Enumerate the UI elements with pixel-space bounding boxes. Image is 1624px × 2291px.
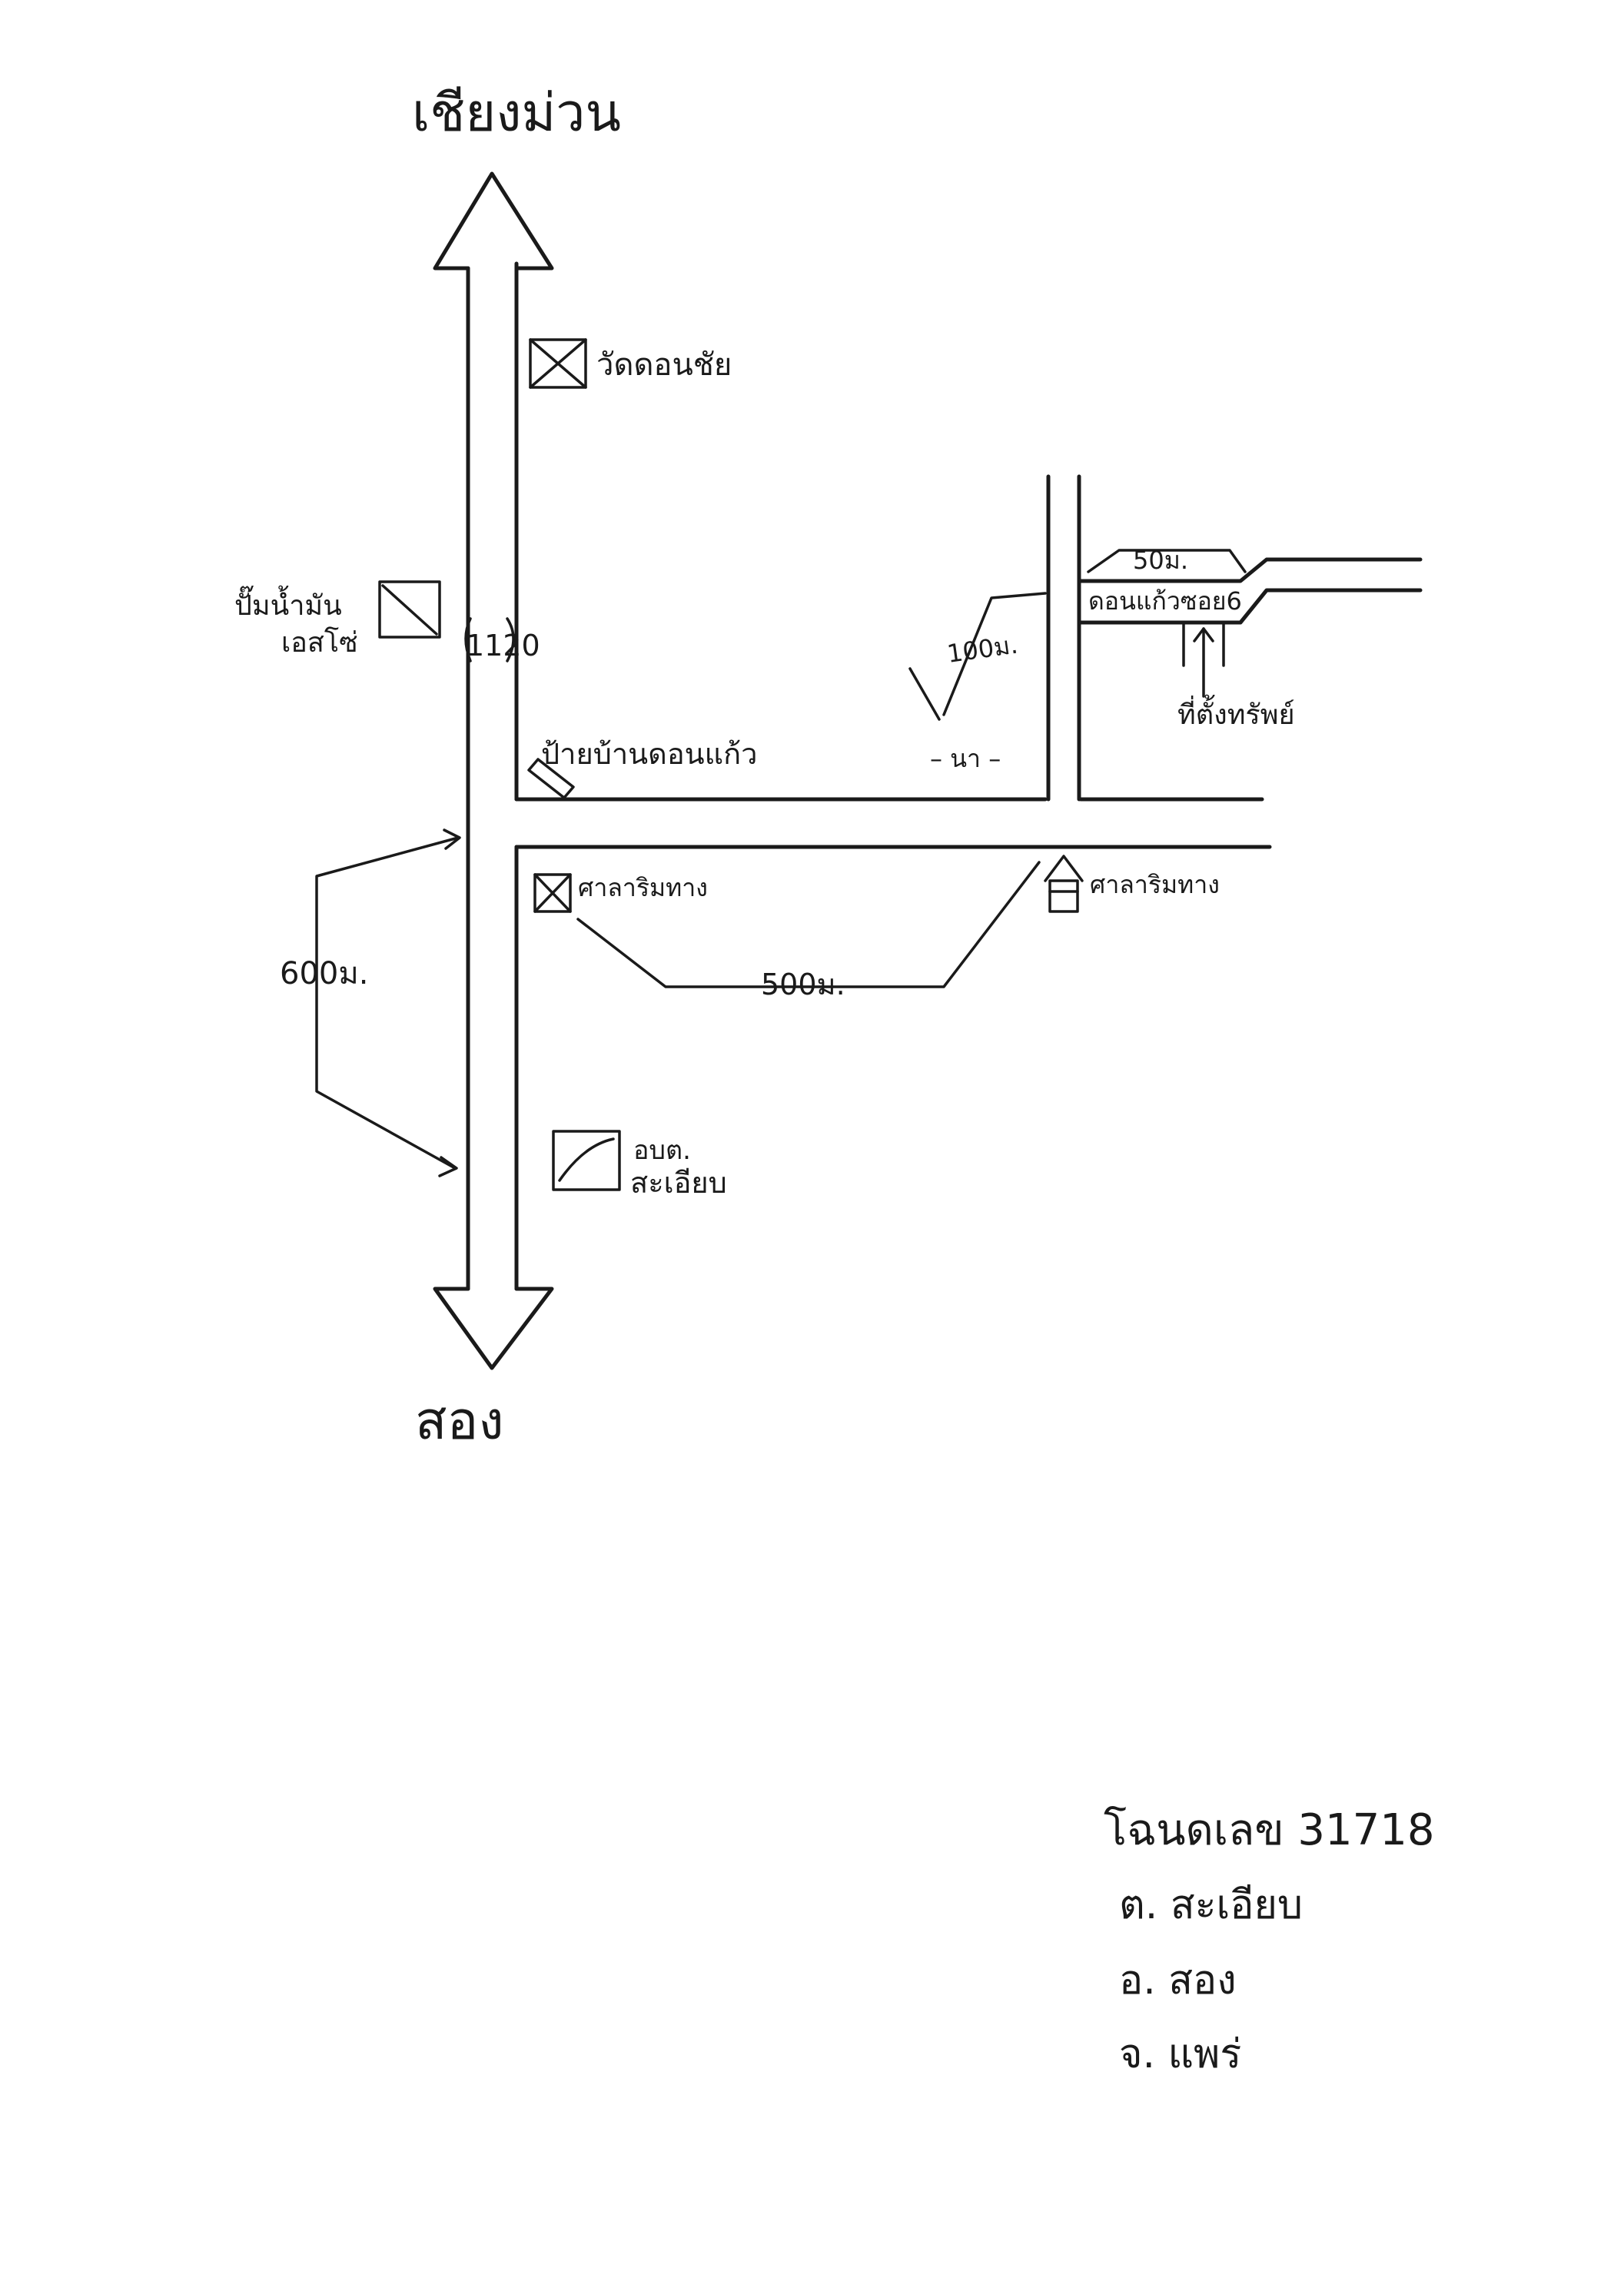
deed-info: โฉนดเลข 31718 ต. สะเอียบ อ. สอง จ. แพร่	[1104, 1805, 1435, 2077]
pavilion-right-icon	[1044, 855, 1084, 913]
main-road-distance-label: 600ม.	[280, 956, 368, 991]
pavilion-left-icon	[533, 873, 572, 913]
gas-station-label-line1: ปั๊มน้ำมัน	[234, 585, 342, 622]
property-marker	[1182, 621, 1225, 698]
north-lane	[1046, 474, 1081, 802]
property-label: ที่ตั้งทรัพย์	[1177, 694, 1295, 731]
soi-label: ดอนแก้วซอย6	[1088, 586, 1242, 616]
temple-icon	[529, 338, 587, 389]
village-sign-icon	[527, 758, 575, 799]
tao-office-icon	[552, 1130, 621, 1191]
soi-distance-label: 50ม.	[1133, 546, 1188, 575]
temple-label: วัดดอนชัย	[596, 347, 732, 383]
side-road	[514, 797, 1272, 849]
south-arrow-icon	[433, 1287, 554, 1370]
pavilion-right-label: ศาลาริมทาง	[1090, 870, 1220, 899]
north-destination-label: เชียงม่วน	[412, 83, 621, 144]
deed-number-label: โฉนดเลข 31718	[1104, 1805, 1435, 1855]
road-number-label: 1120	[466, 629, 540, 662]
tao-label-line1: อบต.	[633, 1135, 691, 1166]
pavilion-left-label: ศาลาริมทาง	[578, 873, 708, 902]
deed-province-label: จ. แพร่	[1119, 2031, 1241, 2077]
side-road-distance-label: 500ม.	[761, 968, 845, 1001]
main-road	[466, 261, 519, 1291]
rice-field-label: – นา –	[930, 744, 1001, 773]
lane-distance-label: 100ม.	[945, 629, 1020, 668]
deed-subdistrict-label: ต. สะเอียบ	[1119, 1882, 1303, 1928]
soi-road	[1077, 557, 1423, 625]
gas-station-icon	[378, 580, 441, 639]
north-arrow-icon	[433, 171, 554, 271]
tao-label-line2: สะเอียบ	[630, 1166, 727, 1200]
village-sign-label: ป้ายบ้านดอนแก้ว	[541, 737, 757, 771]
south-destination-label: สอง	[415, 1391, 504, 1452]
deed-district-label: อ. สอง	[1119, 1957, 1237, 2004]
gas-station-label-line2: เอสโซ่	[281, 626, 358, 659]
